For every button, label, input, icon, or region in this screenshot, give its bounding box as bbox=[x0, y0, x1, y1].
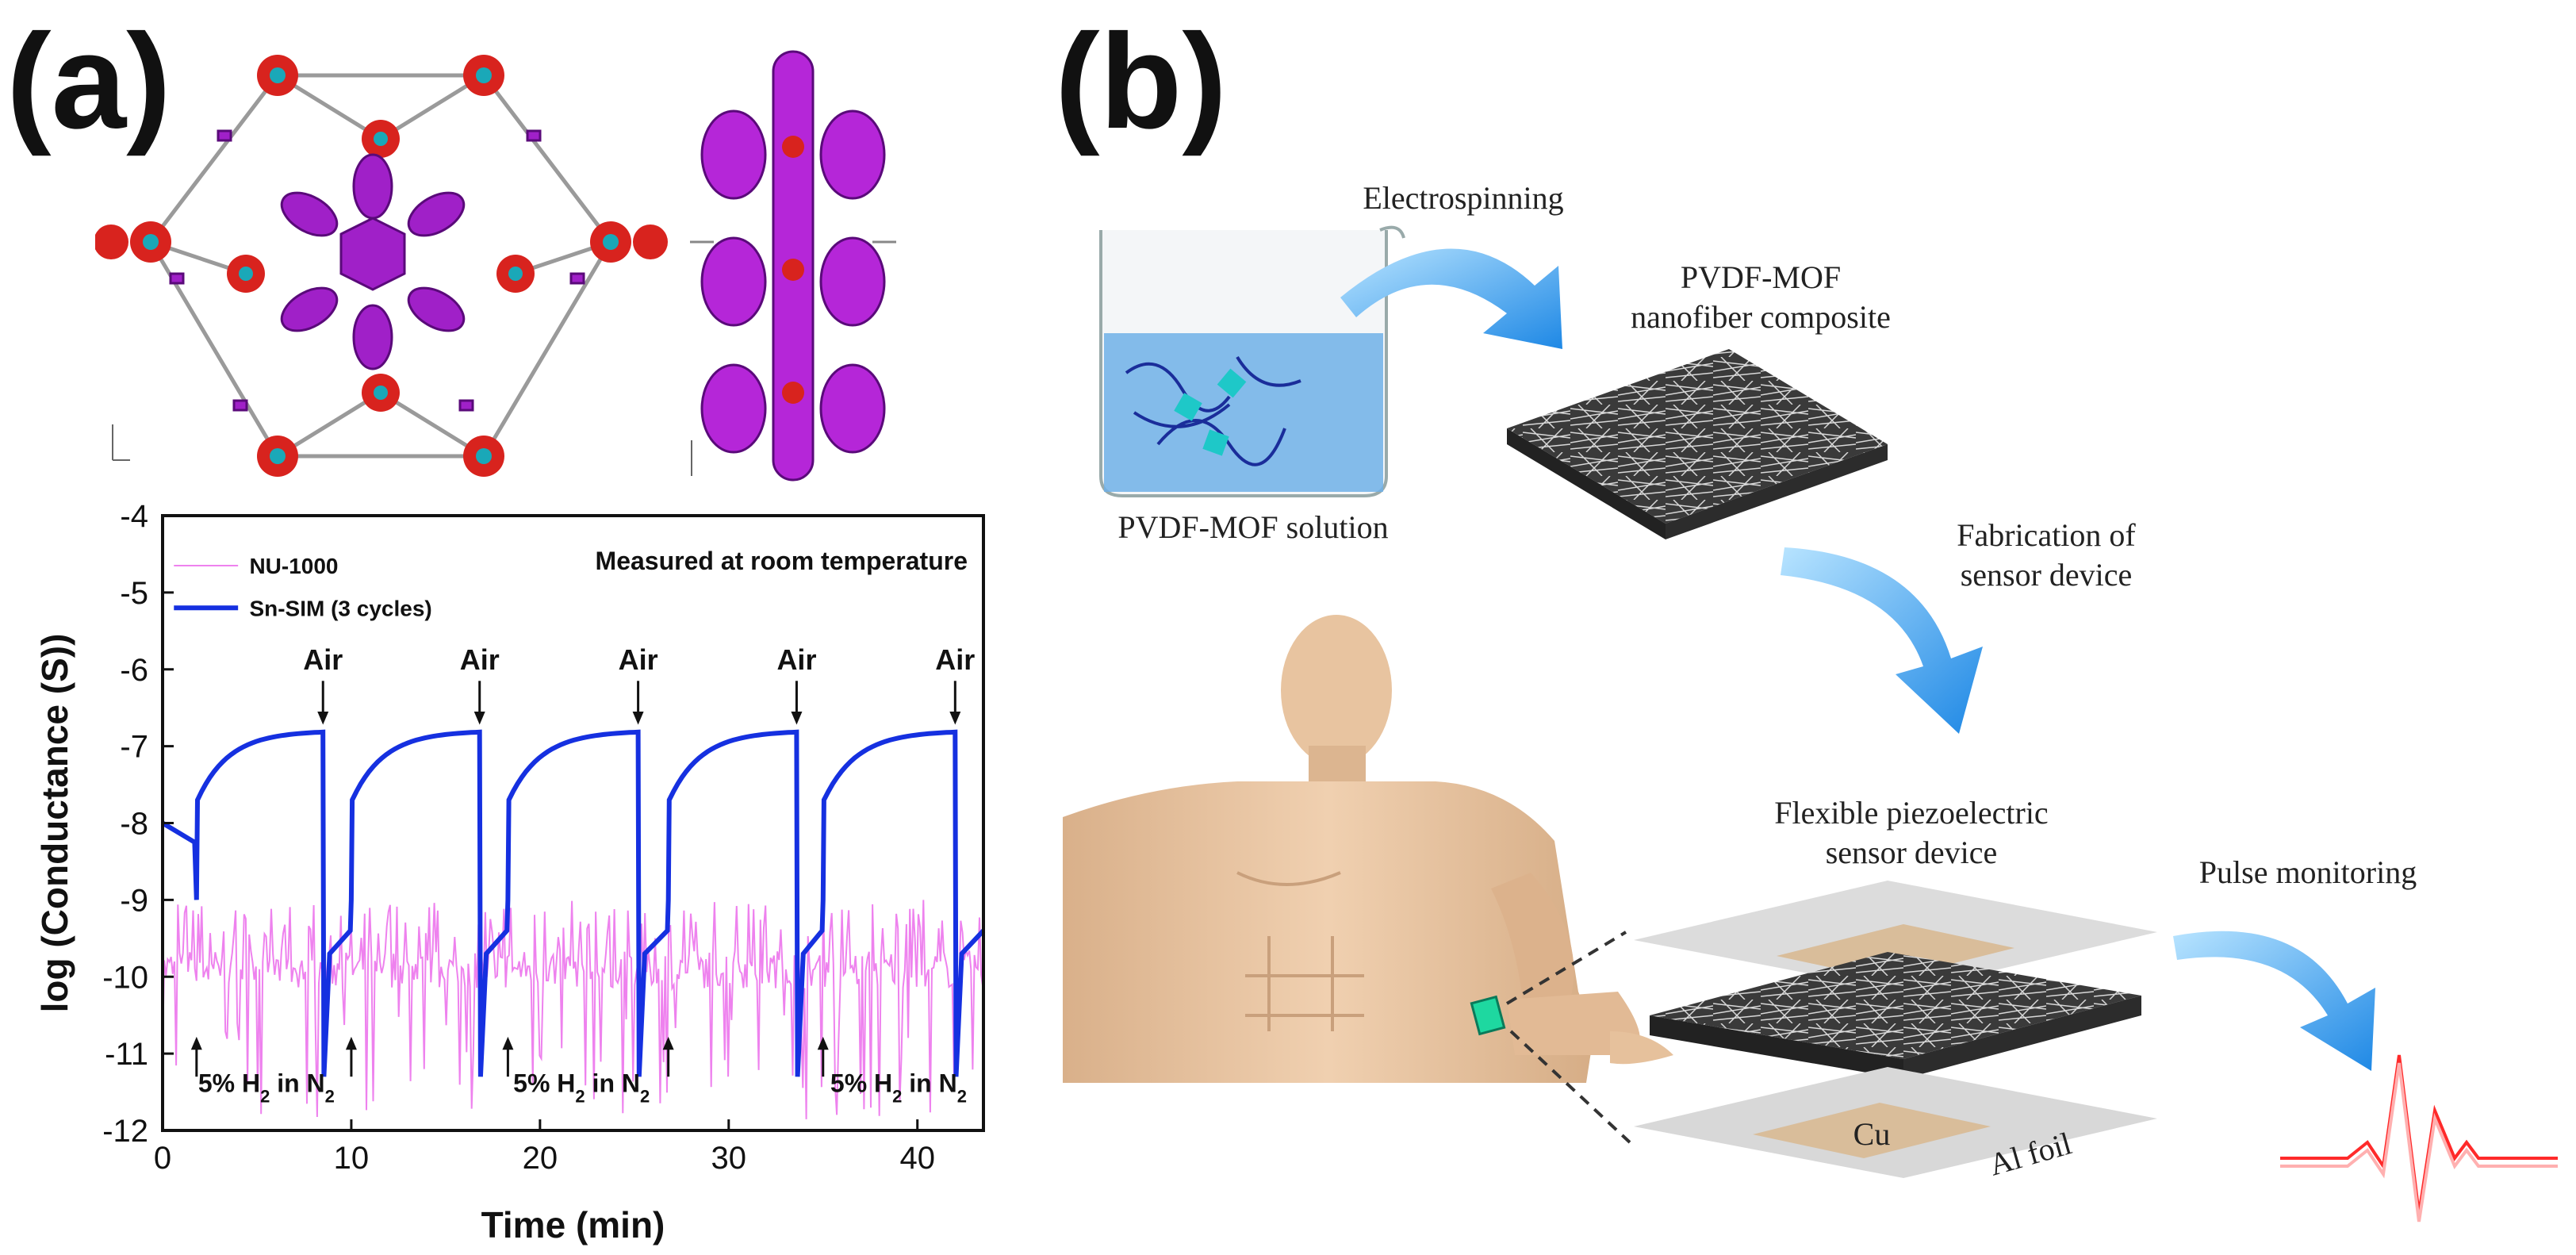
y-axis-label: log (Conductance (S)) bbox=[34, 634, 75, 1013]
x-tick-label: 0 bbox=[154, 1141, 171, 1176]
y-tick-label: -4 bbox=[120, 500, 148, 534]
gas-label: 5% H2 in N2 bbox=[513, 1069, 650, 1107]
solution-label: PVDF-MOF solution bbox=[1117, 509, 1389, 545]
air-label: Air bbox=[776, 643, 816, 676]
y-tick-label: -9 bbox=[120, 883, 148, 918]
y-tick-label: -6 bbox=[120, 653, 148, 688]
air-arrowhead bbox=[473, 712, 485, 725]
cu-label: Cu bbox=[1853, 1116, 1891, 1152]
y-tick-label: -7 bbox=[120, 730, 148, 765]
air-arrowhead bbox=[791, 712, 803, 725]
x-tick-label: 40 bbox=[899, 1141, 935, 1176]
beaker-icon bbox=[1099, 225, 1405, 497]
x-tick-label: 20 bbox=[523, 1141, 558, 1176]
gas-label: 5% H2 in N2 bbox=[198, 1069, 335, 1107]
air-arrowhead bbox=[317, 712, 329, 725]
pulse-label: Pulse monitoring bbox=[2198, 854, 2417, 890]
panel-a-label: (a) bbox=[6, 6, 171, 157]
electrospinning-label: Electrospinning bbox=[1363, 180, 1564, 216]
y-tick-label: -12 bbox=[102, 1114, 148, 1149]
legend-nu-1000-label: NU-1000 bbox=[249, 554, 338, 578]
chart-annotation: Measured at room temperature bbox=[596, 547, 968, 575]
h2-arrowhead bbox=[502, 1036, 514, 1050]
y-tick-label: -11 bbox=[105, 1037, 148, 1072]
x-tick-label: 30 bbox=[711, 1141, 747, 1176]
h2-arrowhead bbox=[817, 1036, 829, 1050]
zr-nodes bbox=[95, 55, 668, 477]
nanofiber-mat bbox=[1507, 349, 1888, 539]
x-tick-label: 10 bbox=[334, 1141, 370, 1176]
legend-sn-sim-label: Sn-SIM (3 cycles) bbox=[249, 596, 431, 620]
arrow-pulse bbox=[2173, 931, 2375, 1071]
air-label: Air bbox=[460, 643, 500, 676]
composite-label: PVDF-MOF nanofiber composite bbox=[1631, 259, 1891, 335]
mof-structure-image bbox=[95, 50, 896, 482]
x-axis-label: Time (min) bbox=[481, 1204, 665, 1245]
process-diagram bbox=[1063, 225, 2558, 1222]
air-arrowhead bbox=[632, 712, 644, 725]
air-label: Air bbox=[303, 643, 343, 676]
series-sn-sim-line bbox=[161, 729, 986, 1077]
gas-label: 5% H2 in N2 bbox=[830, 1069, 967, 1107]
h2-arrowhead bbox=[662, 1036, 674, 1050]
panel-b-label: (b) bbox=[1055, 6, 1228, 157]
y-tick-label: -10 bbox=[102, 960, 148, 995]
air-label: Air bbox=[935, 643, 975, 676]
human-figure bbox=[1063, 615, 1673, 1083]
arrow-fabrication bbox=[1781, 547, 1983, 734]
y-tick-label: -8 bbox=[120, 807, 148, 842]
arrow-electrospinning bbox=[1340, 248, 1562, 349]
pulse-waveform-icon bbox=[2280, 1054, 2558, 1222]
air-label: Air bbox=[619, 643, 658, 676]
sensor-device-stack bbox=[1634, 881, 2157, 1178]
axis-glyph bbox=[112, 424, 130, 461]
y-tick-label: -5 bbox=[120, 576, 148, 611]
h2-arrowhead bbox=[345, 1036, 357, 1050]
pore-shapes bbox=[169, 129, 585, 412]
h2-arrowhead bbox=[190, 1036, 202, 1050]
fabrication-label: Fabrication of sensor device bbox=[1957, 517, 2136, 593]
air-arrowhead bbox=[949, 712, 961, 725]
side-view-pore bbox=[690, 50, 896, 482]
device-label: Flexible piezoelectric sensor device bbox=[1774, 795, 2049, 870]
series-nu-1000-line bbox=[162, 900, 984, 1119]
